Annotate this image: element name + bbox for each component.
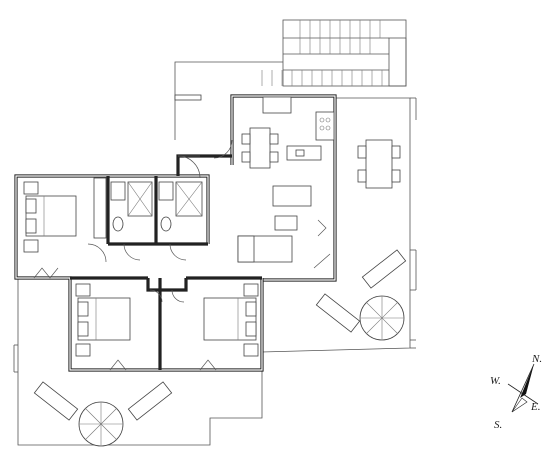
bedroom-lower-left — [75, 283, 131, 357]
bedroom-left — [23, 181, 77, 253]
staircase — [261, 19, 407, 87]
terrace-dining-table — [357, 139, 401, 189]
compass: N. W. E. S. — [490, 353, 542, 431]
umbrella-left — [78, 401, 124, 447]
dining-table-inside — [241, 127, 279, 169]
compass-east-label: E. — [530, 401, 540, 413]
stair-treads-upper — [299, 20, 381, 54]
compass-south-label: S. — [494, 419, 502, 431]
bedroom-lower-right — [203, 283, 259, 357]
bathrooms — [93, 177, 203, 239]
compass-west-label: W. — [490, 375, 501, 387]
umbrella-right — [359, 295, 405, 341]
compass-arrow-icon — [507, 363, 539, 413]
walls — [14, 94, 337, 372]
doors — [33, 139, 331, 371]
living-room — [237, 185, 312, 263]
stair-treads-lower — [261, 70, 383, 86]
compass-north-label: N. — [531, 353, 542, 365]
sun-loungers-right — [315, 249, 407, 333]
sun-loungers-left — [33, 381, 173, 421]
terrace-outlines — [13, 61, 417, 446]
kitchen — [262, 96, 335, 161]
